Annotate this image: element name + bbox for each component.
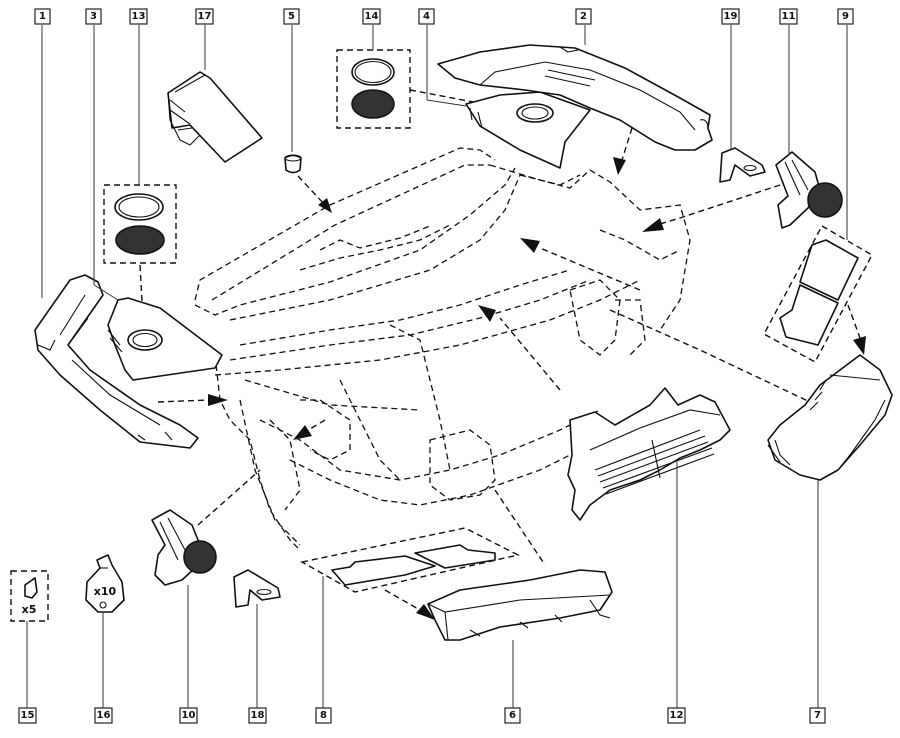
svg-text:15: 15 <box>21 710 35 721</box>
part-13-left-speaker-grille-kit[interactable] <box>103 184 177 264</box>
part-5-plug-cap[interactable] <box>284 154 302 174</box>
callout-6[interactable]: 6 <box>504 707 521 724</box>
callout-16[interactable]: 16 <box>94 707 113 724</box>
svg-text:5: 5 <box>288 11 295 22</box>
svg-text:4: 4 <box>423 11 430 22</box>
part-3-left-speaker-cover[interactable] <box>107 297 223 381</box>
callout-13[interactable]: 13 <box>129 8 148 25</box>
part-16-screw-bag[interactable]: x10 <box>85 554 125 613</box>
arrow-12-to-dashboard <box>478 305 561 391</box>
arrow-8-to-6 <box>384 589 435 620</box>
svg-text:14: 14 <box>365 11 379 22</box>
callout-7[interactable]: 7 <box>809 707 826 724</box>
arrow-5-to-dashboard <box>297 175 332 213</box>
svg-text:9: 9 <box>842 11 849 22</box>
svg-text:16: 16 <box>97 710 111 721</box>
arrow-9-to-7 <box>847 304 866 355</box>
part-4-center-speaker-cover[interactable] <box>465 91 591 169</box>
svg-text:13: 13 <box>132 11 146 22</box>
callout-17[interactable]: 17 <box>195 8 214 25</box>
arrow-dashboard-to-7 <box>609 309 811 403</box>
arrow-dashboard-to-left-vent-opening <box>293 419 326 440</box>
svg-text:10: 10 <box>182 710 196 721</box>
leader-lines <box>26 25 848 708</box>
part-17-corner-bracket-cover[interactable] <box>167 71 263 163</box>
svg-text:12: 12 <box>670 710 684 721</box>
callout-8[interactable]: 8 <box>315 707 332 724</box>
callout-19[interactable]: 19 <box>721 8 740 25</box>
callout-9[interactable]: 9 <box>837 8 854 25</box>
arrow-10-to-dashboard <box>197 469 261 526</box>
callout-12[interactable]: 12 <box>667 707 686 724</box>
callout-3[interactable]: 3 <box>85 8 102 25</box>
part-6-glovebox-lower-panel[interactable] <box>427 569 613 641</box>
svg-text:19: 19 <box>724 11 738 22</box>
callout-14[interactable]: 14 <box>362 8 381 25</box>
dashboard-ghost-outline <box>194 147 691 551</box>
arrow-12-to-dashboard-upper <box>520 238 641 291</box>
callout-4[interactable]: 4 <box>418 8 435 25</box>
arrow-1-to-dashboard <box>157 394 228 406</box>
svg-text:1: 1 <box>39 11 46 22</box>
part-14-center-speaker-grille-kit[interactable] <box>336 49 411 129</box>
part-15-clip-pack[interactable]: x5 <box>10 570 49 622</box>
callout-18[interactable]: 18 <box>248 707 267 724</box>
svg-text:11: 11 <box>782 11 796 22</box>
callout-1[interactable]: 1 <box>34 8 51 25</box>
callout-15[interactable]: 15 <box>18 707 37 724</box>
callout-2[interactable]: 2 <box>575 8 592 25</box>
svg-text:7: 7 <box>814 710 821 721</box>
svg-text:6: 6 <box>509 710 516 721</box>
part-2-upper-right-trim-panel[interactable] <box>437 44 713 151</box>
svg-text:2: 2 <box>580 11 587 22</box>
part-9-right-pad-set[interactable] <box>763 225 873 363</box>
part-12-center-air-vent[interactable] <box>567 387 731 521</box>
callout-5[interactable]: 5 <box>283 8 300 25</box>
part-18-left-bracket[interactable] <box>233 569 281 608</box>
svg-text:17: 17 <box>198 11 212 22</box>
svg-text:8: 8 <box>320 710 327 721</box>
arrow-11-to-dashboard <box>642 184 781 232</box>
callout-10[interactable]: 10 <box>179 707 198 724</box>
part-8-lower-pad-set[interactable] <box>300 527 521 593</box>
svg-text:3: 3 <box>90 11 97 22</box>
callout-11[interactable]: 11 <box>779 8 798 25</box>
arrow-dashboard-to-6 <box>494 489 546 566</box>
svg-text:18: 18 <box>251 710 265 721</box>
screw-bag-quantity: x10 <box>94 585 117 598</box>
part-10-left-air-vent[interactable] <box>151 509 217 586</box>
part-7-right-glovebox-panel[interactable] <box>767 354 893 481</box>
part-19-right-bracket[interactable] <box>719 147 766 183</box>
part-11-right-air-vent[interactable] <box>775 151 843 229</box>
arrow-2-to-dashboard <box>613 127 633 175</box>
clip-pack-quantity: x5 <box>22 603 37 616</box>
